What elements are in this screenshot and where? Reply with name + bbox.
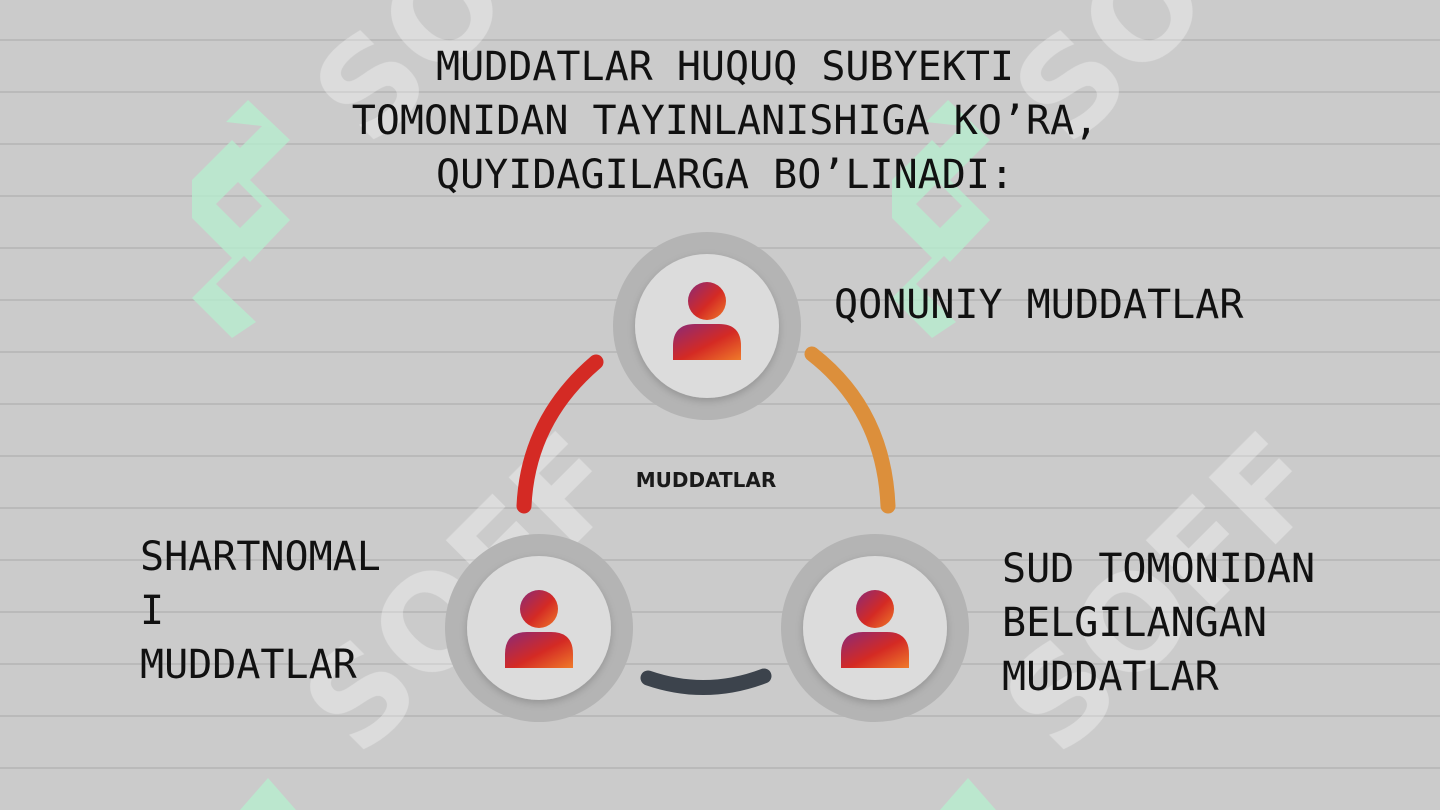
connector-arc-red	[516, 354, 604, 514]
center-label: MUDDATLAR	[635, 468, 777, 492]
person-icon	[841, 590, 909, 668]
watermark-logo-bottom	[240, 778, 996, 810]
label-line: SUD TOMONIDAN	[1002, 546, 1316, 592]
page-title: MUDDATLAR HUQUQ SUBYEKTI TOMONIDAN TAYIN…	[220, 40, 1230, 202]
title-line: QUYIDAGILARGA BO’LINADI:	[436, 152, 1014, 198]
person-icon	[673, 282, 741, 360]
label-line: I	[140, 588, 165, 634]
label-line: SHARTNOMAL	[140, 534, 381, 580]
watermark-logo-right	[892, 100, 990, 338]
label-line: QONUNIY MUDDATLAR	[834, 282, 1244, 328]
title-line: TOMONIDAN TAYINLANISHIGA KO’RA,	[351, 98, 1099, 144]
label-line: BELGILANGAN	[1002, 600, 1267, 646]
person-icon	[505, 590, 573, 668]
node-label-left: SHARTNOMAL I MUDDATLAR	[140, 530, 381, 692]
label-line: MUDDATLAR	[140, 642, 357, 688]
connector-arc-orange	[804, 346, 896, 514]
node-label-right: SUD TOMONIDAN BELGILANGAN MUDDATLAR	[1002, 542, 1315, 704]
connector-arc-dark	[640, 668, 772, 696]
node-top	[613, 232, 801, 420]
watermark-logo-left	[192, 100, 290, 338]
label-line: MUDDATLAR	[1002, 654, 1219, 700]
node-label-top: QONUNIY MUDDATLAR	[834, 278, 1243, 332]
title-line: MUDDATLAR HUQUQ SUBYEKTI	[436, 44, 1014, 90]
node-bottom-left	[445, 534, 633, 722]
node-bottom-right	[781, 534, 969, 722]
